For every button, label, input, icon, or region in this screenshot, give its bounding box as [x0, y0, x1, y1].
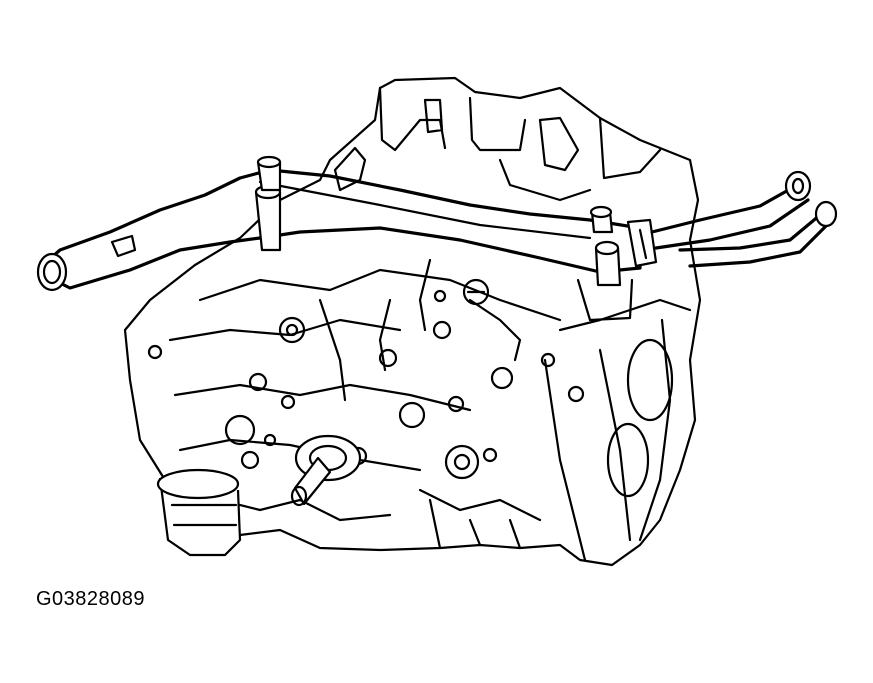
figure-code: G03828089 — [36, 588, 146, 610]
coolant-pipe-drawing — [36, 155, 658, 322]
crankshaft-snout-drawing — [290, 434, 362, 507]
engine-block-drawing — [123, 76, 702, 567]
hose-drawing — [650, 170, 838, 268]
oil-filter-drawing — [156, 468, 242, 557]
